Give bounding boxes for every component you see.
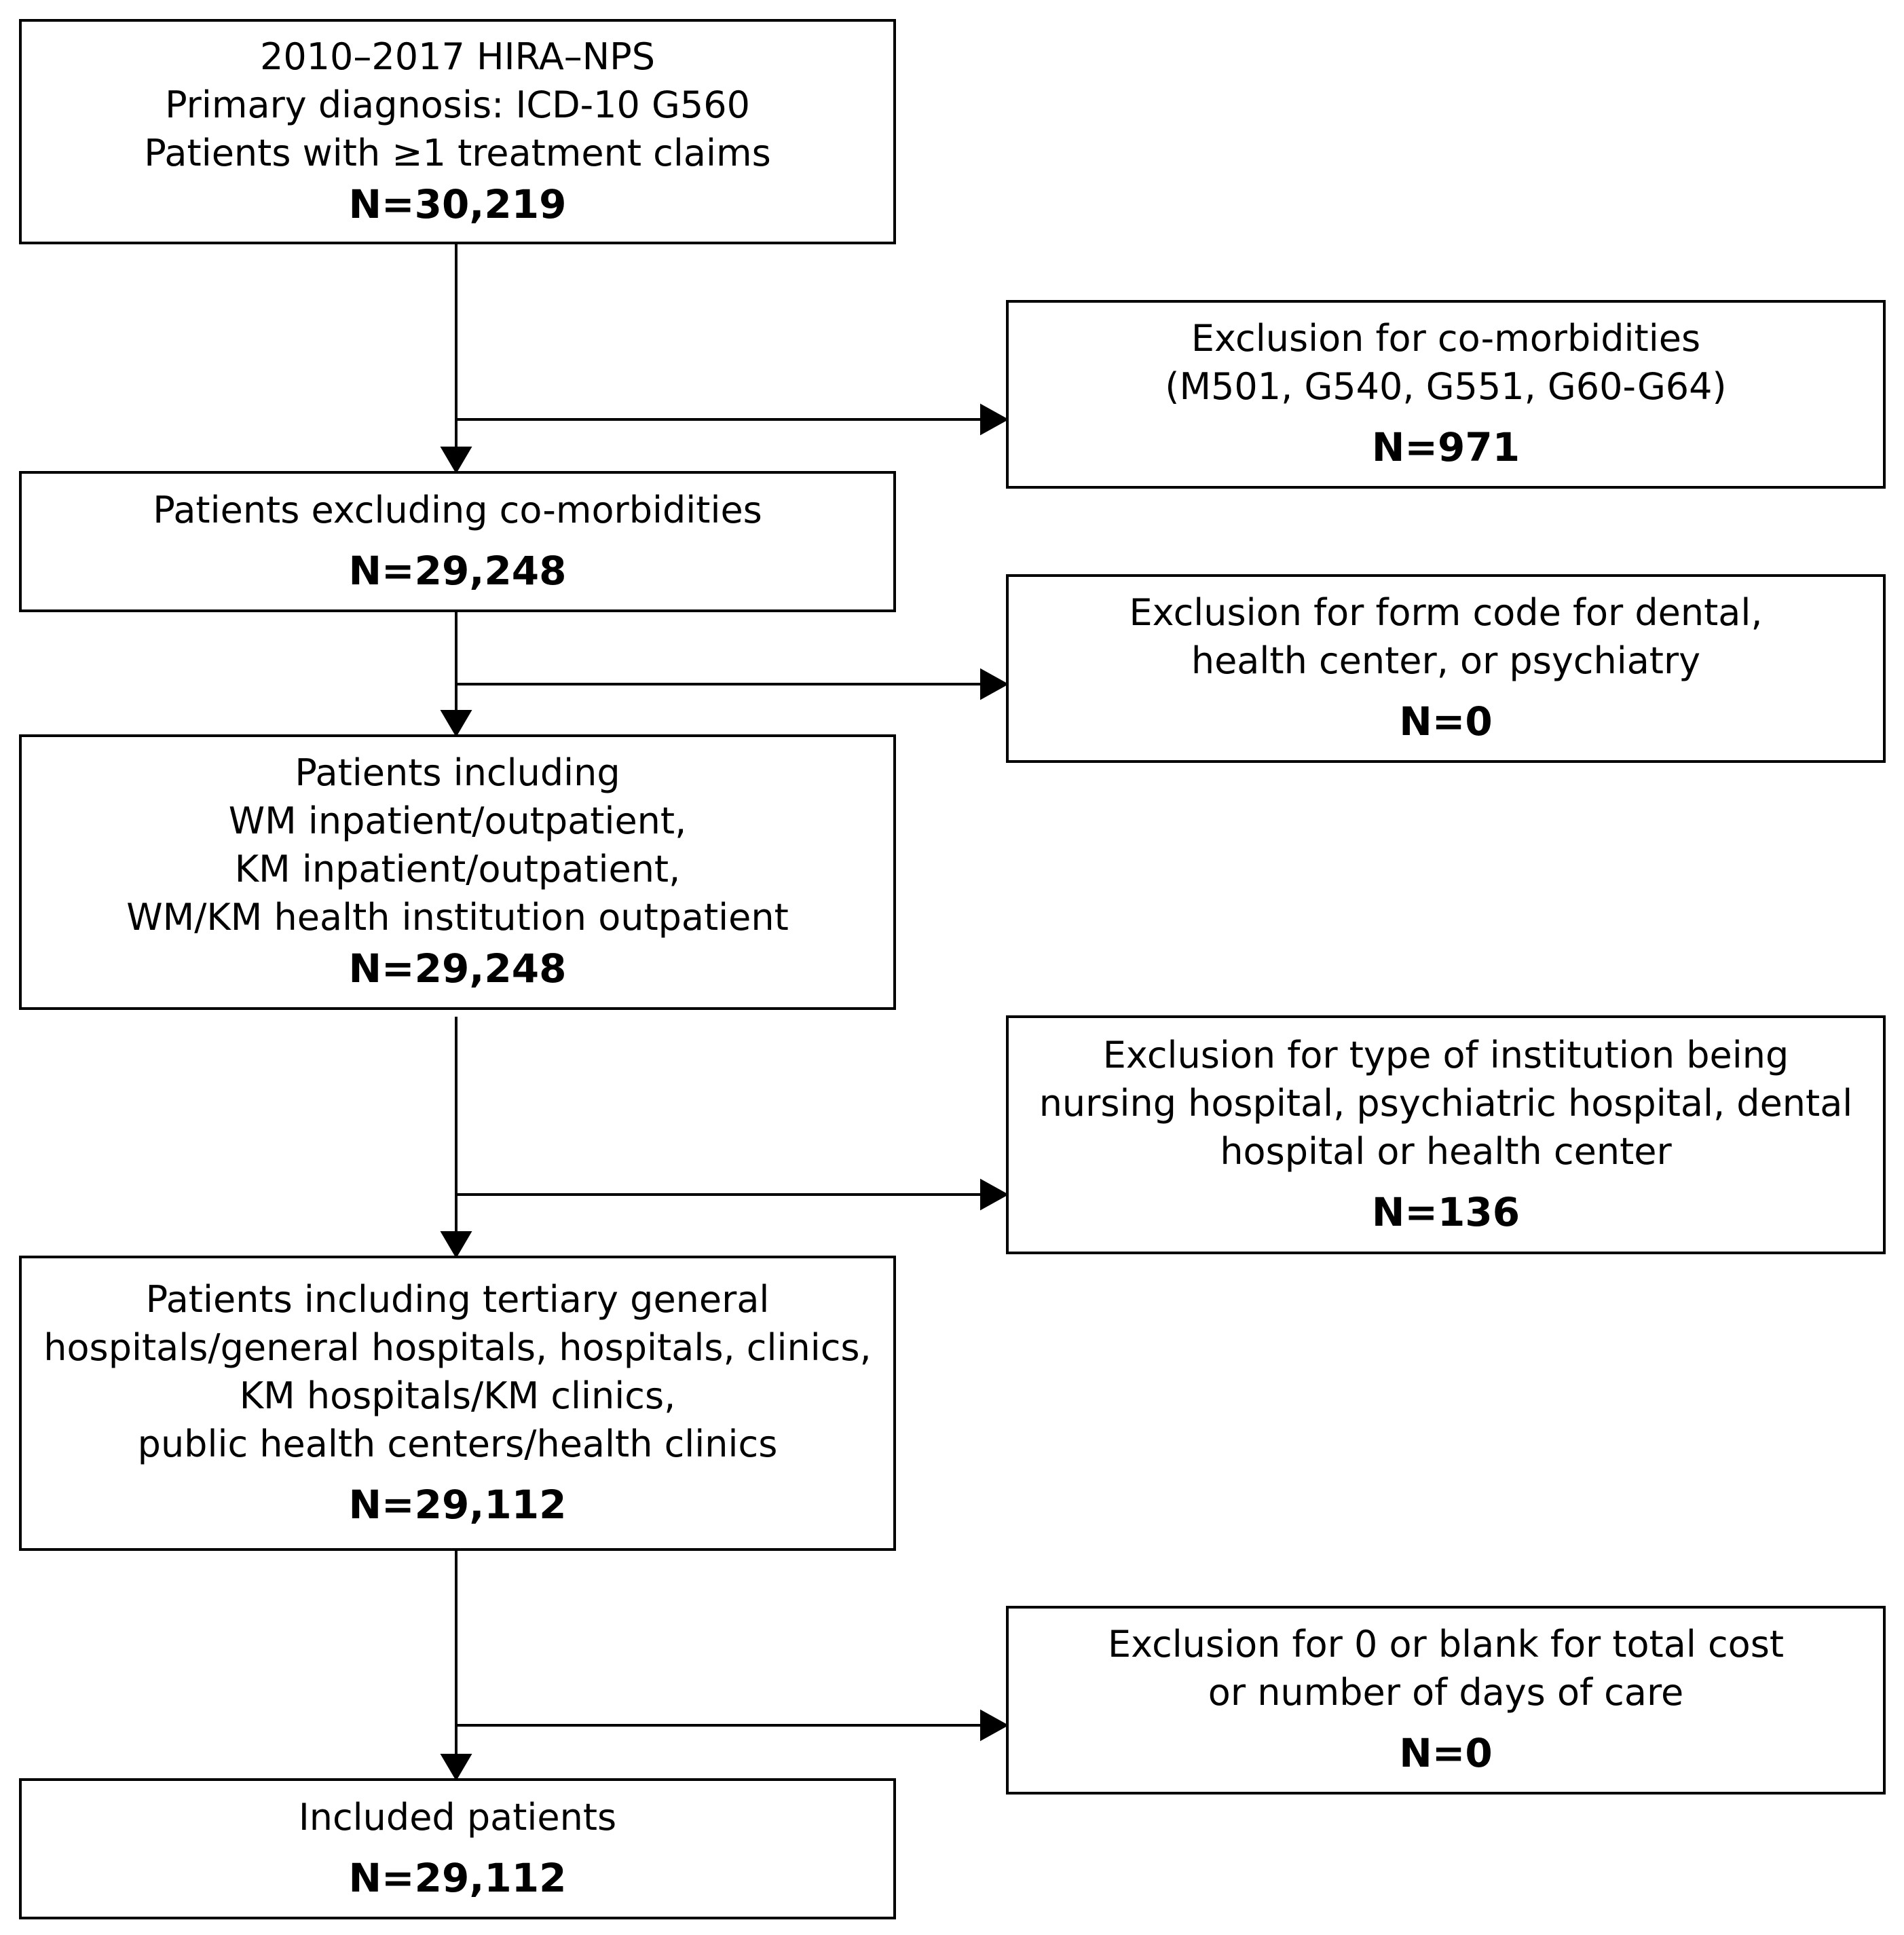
exclusion-box-zero-cost: Exclusion for 0 or blank for total cost … <box>1006 1606 1886 1795</box>
box-text-line: Patients excluding co-morbidities <box>153 488 762 531</box>
box-count: N=29,248 <box>348 945 567 992</box>
arrowhead-box4 <box>440 1231 472 1258</box>
box-count: N=29,248 <box>348 547 567 594</box>
box-text-line: hospital or health center <box>1220 1129 1672 1173</box>
arrowhead-box5 <box>440 1754 472 1781</box>
box-count: N=136 <box>1371 1188 1520 1235</box>
exclusion-box-form-code: Exclusion for form code for dental, heal… <box>1006 574 1886 763</box>
box-text-line: (M501, G540, G551, G60-G64) <box>1165 365 1727 408</box>
box-text-line: Exclusion for 0 or blank for total cost <box>1107 1623 1785 1666</box>
box-text-line: 2010–2017 HIRA–NPS <box>259 35 656 78</box>
box-text-line: or number of days of care <box>1208 1671 1684 1714</box>
box-count: N=29,112 <box>348 1481 567 1528</box>
box-count: N=0 <box>1399 1730 1493 1776</box>
flow-box-included-patients: Included patients N=29,112 <box>19 1778 896 1919</box>
box-text-line: Primary diagnosis: ICD-10 G560 <box>165 83 750 126</box>
box-text-line: Included patients <box>298 1795 617 1839</box>
box-count: N=30,219 <box>348 181 567 227</box>
arrowhead-exclusion-4 <box>980 1709 1009 1742</box>
box-count: N=29,112 <box>348 1854 567 1901</box>
box-text-line: Patients including tertiary general <box>145 1277 770 1321</box>
box-text-line: KM hospitals/KM clinics, <box>239 1374 676 1417</box>
box-text-line: Patients including <box>295 751 620 794</box>
exclusion-box-comorbidities: Exclusion for co-morbidities (M501, G540… <box>1006 300 1886 489</box>
flow-box-initial-cohort: 2010–2017 HIRA–NPS Primary diagnosis: IC… <box>19 19 896 244</box>
flow-box-including-wm-km: Patients including WM inpatient/outpatie… <box>19 734 896 1010</box>
box-text-line: Exclusion for type of institution being <box>1102 1033 1789 1076</box>
box-text-line: health center, or psychiatry <box>1191 639 1701 682</box>
box-text-line: Exclusion for co-morbidities <box>1191 317 1701 360</box>
box-text-line: Patients with ≥1 treatment claims <box>144 131 771 174</box>
box-text-line: nursing hospital, psychiatric hospital, … <box>1039 1081 1853 1125</box>
arrowhead-box3 <box>440 710 472 737</box>
arrowhead-exclusion-1 <box>980 403 1009 436</box>
box-text-line: public health centers/health clinics <box>137 1422 778 1465</box>
box-count: N=0 <box>1399 698 1493 745</box>
arrowhead-box2 <box>440 447 472 474</box>
box-text-line: Exclusion for form code for dental, <box>1129 591 1763 634</box>
box-text-line: KM inpatient/outpatient, <box>234 848 681 890</box>
box-text-line: WM/KM health institution outpatient <box>126 896 789 939</box>
flow-box-excluding-comorbidities: Patients excluding co-morbidities N=29,2… <box>19 471 896 612</box>
box-text-line: hospitals/general hospitals, hospitals, … <box>43 1326 872 1369</box>
box-text-line: WM inpatient/outpatient, <box>228 800 687 842</box>
box-count: N=971 <box>1371 424 1520 470</box>
arrowhead-exclusion-3 <box>980 1178 1009 1211</box>
arrowhead-exclusion-2 <box>980 668 1009 700</box>
exclusion-box-institution-type: Exclusion for type of institution being … <box>1006 1015 1886 1254</box>
flow-box-including-hospitals: Patients including tertiary general hosp… <box>19 1256 896 1551</box>
